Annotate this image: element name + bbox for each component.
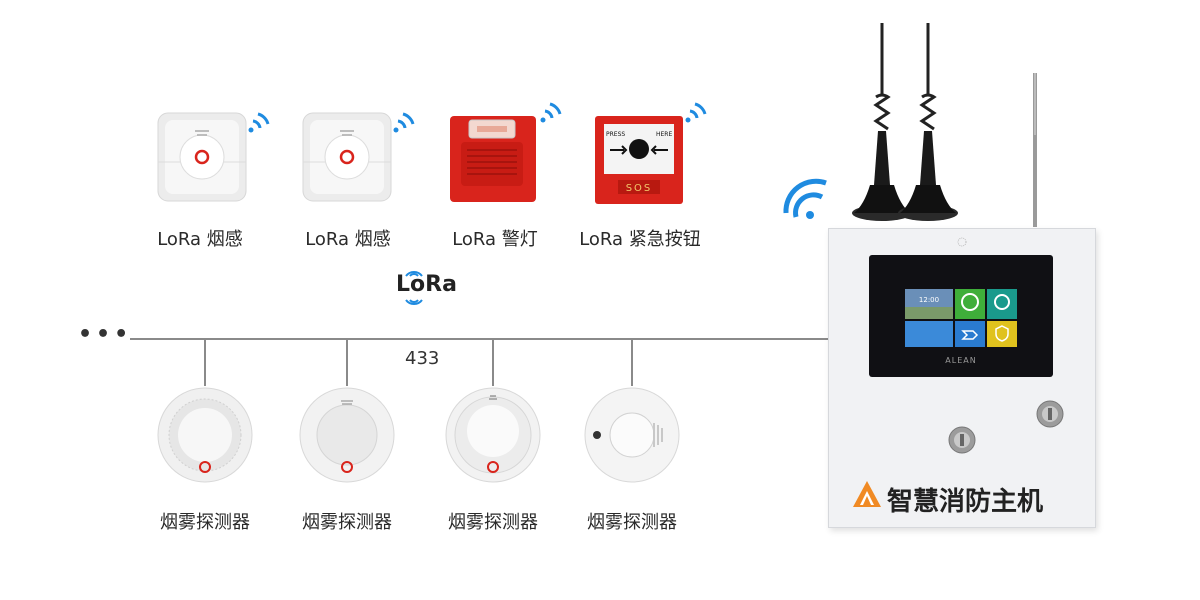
- host-brand: ALEAN: [945, 356, 977, 365]
- lora-smoke-sensor-1: [155, 110, 280, 214]
- smoke-detector-4: [582, 385, 682, 489]
- smart-fire-host: 12:00 ALEAN 智慧消防主机: [828, 228, 1096, 528]
- smoke-sensor-square-icon: [302, 112, 415, 202]
- device-label: LoRa 烟感: [157, 229, 243, 250]
- device-label: 烟雾探测器: [160, 512, 250, 533]
- brand-logo-icon: [853, 481, 881, 507]
- device-label: 烟雾探测器: [448, 512, 538, 533]
- key-switch-right-icon[interactable]: [1035, 399, 1065, 429]
- ellipsis-marker: •••: [78, 322, 133, 347]
- emergency-button-icon: PRESS HERE SOS: [595, 102, 707, 204]
- host-title: 智慧消防主机: [887, 487, 1044, 517]
- round-smoke-detector-icon: [445, 387, 541, 483]
- round-smoke-detector-icon: [157, 387, 253, 483]
- smoke-detector-2: [297, 385, 397, 489]
- screen-tiles: 12:00: [905, 289, 1017, 347]
- lora-signal-icon: [405, 271, 423, 277]
- device-label: LoRa 烟感: [305, 229, 391, 250]
- key-switch-left-icon[interactable]: [947, 425, 977, 455]
- device-label: LoRa 紧急按钮: [579, 229, 701, 250]
- smoke-detector-1: [155, 385, 255, 489]
- device-label: 烟雾探测器: [587, 512, 677, 533]
- lora-smoke-sensor-2: [300, 110, 425, 214]
- here-text: HERE: [656, 131, 672, 138]
- press-text: PRESS: [606, 131, 625, 138]
- device-label: 烟雾探测器: [302, 512, 392, 533]
- smoke-detector-3: [443, 385, 543, 489]
- host-antennas: [783, 23, 1037, 227]
- screen-time: 12:00: [919, 296, 939, 304]
- round-smoke-detector-icon: [584, 387, 680, 483]
- lora-alarm-light: [447, 100, 572, 214]
- bus-frequency-label: 433: [405, 348, 440, 369]
- lora-signal-icon: [405, 299, 423, 305]
- speaker-icon: [957, 237, 967, 247]
- round-smoke-detector-icon: [299, 387, 395, 483]
- lora-emergency-button: PRESS HERE SOS: [592, 100, 717, 214]
- alarm-light-icon: [450, 102, 562, 202]
- device-label: LoRa 警灯: [452, 229, 538, 250]
- smoke-sensor-square-icon: [157, 112, 270, 202]
- host-touchscreen[interactable]: 12:00 ALEAN: [869, 255, 1053, 377]
- sos-text: SOS: [626, 183, 653, 194]
- lora-logo-text: LoRa: [396, 272, 457, 297]
- lora-logo: LoRa: [396, 272, 457, 297]
